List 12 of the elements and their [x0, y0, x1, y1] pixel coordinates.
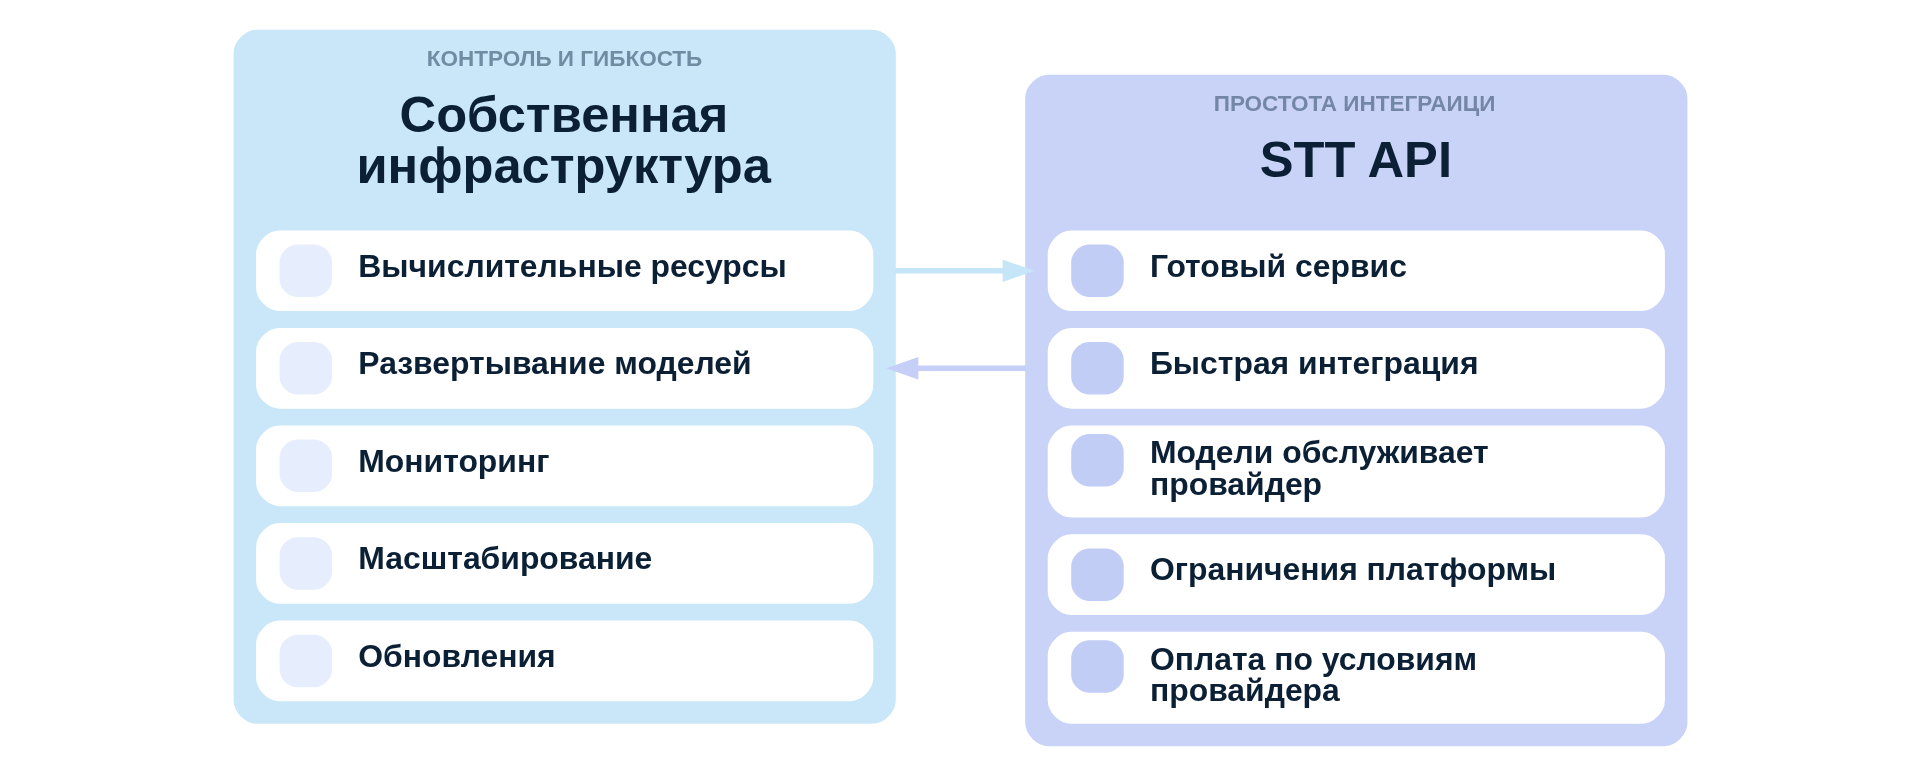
node-box: Ограничения платформы — [1047, 534, 1665, 615]
node-box: Мониторинг — [255, 425, 873, 507]
node-box: Быстрая интеграция — [1047, 327, 1665, 409]
arrow — [894, 259, 1035, 282]
node-box: Вычислительные ресурсы — [255, 230, 873, 312]
node-box: Масштабирование — [255, 523, 873, 604]
node-box: Оплата по условиям провайдера — [1047, 631, 1665, 724]
node-box: Модели обслуживает провайдер — [1047, 425, 1665, 518]
arrow — [885, 357, 1026, 380]
node-box: Обновления — [255, 620, 873, 702]
node-box: Готовый сервис — [1047, 230, 1665, 312]
node-box: Развертывание моделей — [255, 327, 873, 409]
